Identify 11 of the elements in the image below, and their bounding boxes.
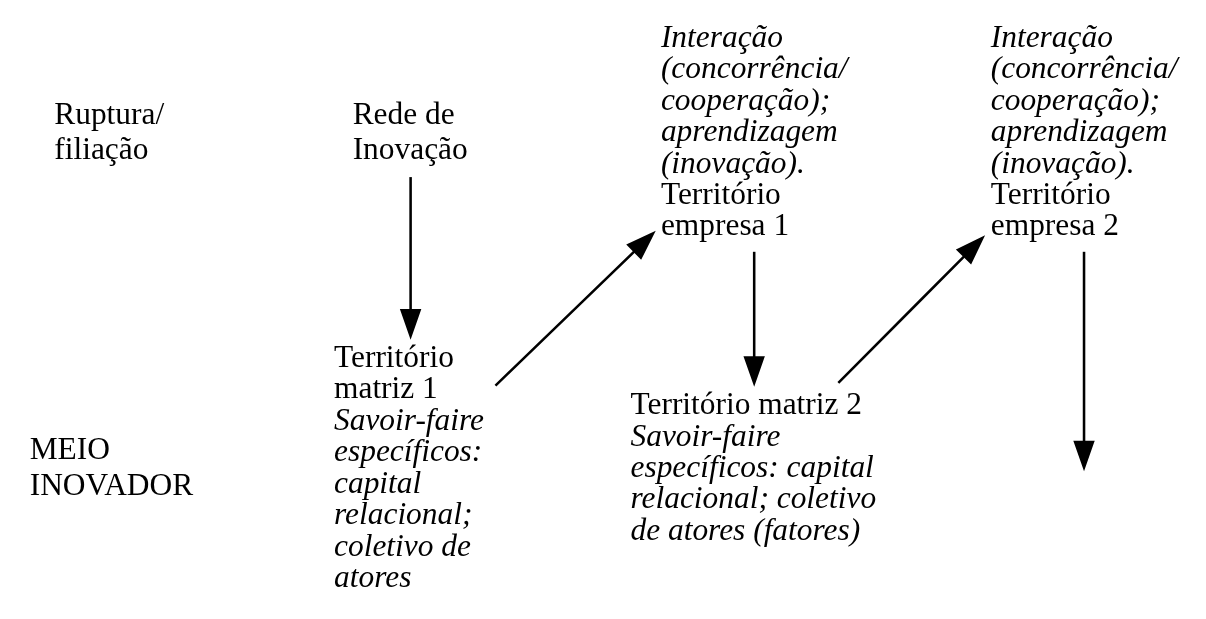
arrow	[494, 230, 656, 387]
node-text: Rede de Inovação	[352, 95, 468, 166]
arrow	[742, 251, 765, 387]
node-text: Território matriz 1 Savoir-faire específicos: capital relacional; coletivo de atores	[333, 339, 484, 594]
node-text: Território matriz 2 Savoir-faire específicos: capital relacional; coletivo de atores (fatores)	[630, 386, 876, 547]
label: Ruptura/ filiação	[53, 95, 164, 166]
arrow	[836, 235, 985, 384]
arrow	[399, 177, 421, 340]
label: MEIO INOVADOR	[29, 431, 193, 502]
arrow	[1072, 251, 1095, 472]
node-text: Interação (concorrência/ cooperação); aprendizagem (inovação). Território empresa 1	[660, 19, 848, 243]
